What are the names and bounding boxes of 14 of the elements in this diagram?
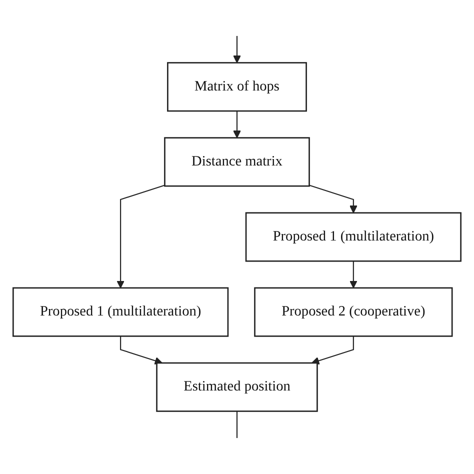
arrow (116, 184, 165, 288)
node-box: Proposed 2 (cooperative) (254, 287, 453, 337)
arrow (120, 336, 162, 365)
node-box: Proposed 1 (multilateration) (245, 212, 462, 262)
arrow (350, 261, 358, 288)
node-box: Matrix of hops (167, 62, 307, 112)
node-box: Distance matrix (164, 137, 310, 187)
arrow (311, 336, 354, 365)
arrow (233, 36, 241, 64)
node-box: Proposed 1 (multilateration) (12, 287, 229, 337)
node-box: Estimated position (156, 362, 318, 412)
arrow (233, 111, 241, 138)
arrow (309, 184, 358, 214)
connector (236, 411, 238, 438)
